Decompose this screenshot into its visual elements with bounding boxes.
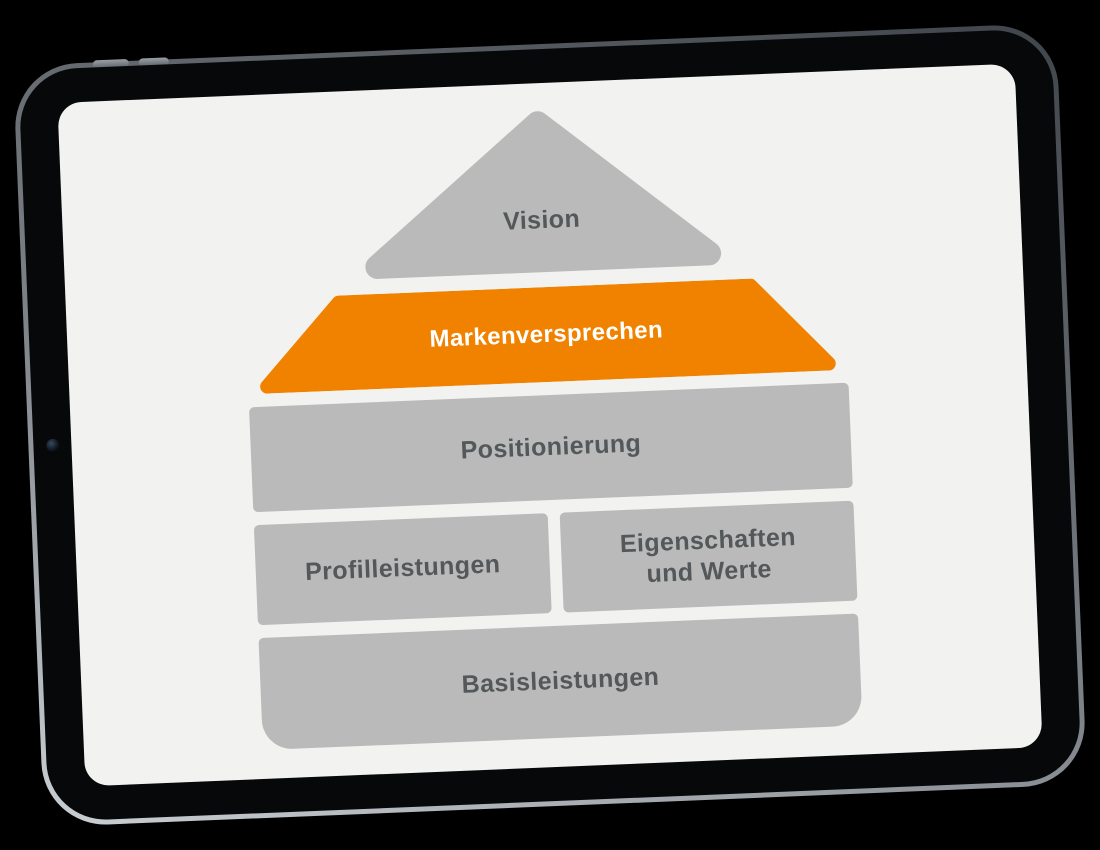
tablet-screen: Vision Markenversprechen Positionierung [57, 63, 1043, 787]
diagram-level-positionierung: Positionierung [249, 382, 853, 513]
diagram-level-markenversprechen: Markenversprechen [245, 275, 848, 395]
front-camera-icon [46, 438, 60, 453]
roof-trapezoid-shape [260, 278, 836, 394]
brand-pyramid-diagram: Vision Markenversprechen Positionierung [237, 97, 863, 753]
level-label-basisleistungen: Basisleistungen [461, 663, 660, 700]
diagram-level-basisleistungen: Basisleistungen [258, 613, 863, 751]
tablet-bezel: Vision Markenversprechen Positionierung [18, 28, 1082, 822]
level-label-markenversprechen: Markenversprechen [429, 315, 664, 353]
level-label-eigenschaften-und-werte: Eigenschaften und Werte [560, 501, 858, 613]
level-label-vision: Vision [502, 204, 581, 236]
tablet-device: Vision Markenversprechen Positionierung [12, 22, 1088, 828]
triangle-shape [365, 111, 722, 279]
diagram-level-vision: Vision [352, 102, 728, 282]
level-label-positionierung: Positionierung [460, 429, 642, 465]
diagram-level-profilleistungen: Profilleistungen [253, 513, 552, 626]
level-label-profilleistungen: Profilleistungen [304, 550, 501, 587]
level-label-text: Eigenschaften und Werte [619, 522, 797, 589]
diagram-level-eigenschaften-und-werte: Eigenschaften und Werte [559, 500, 858, 613]
